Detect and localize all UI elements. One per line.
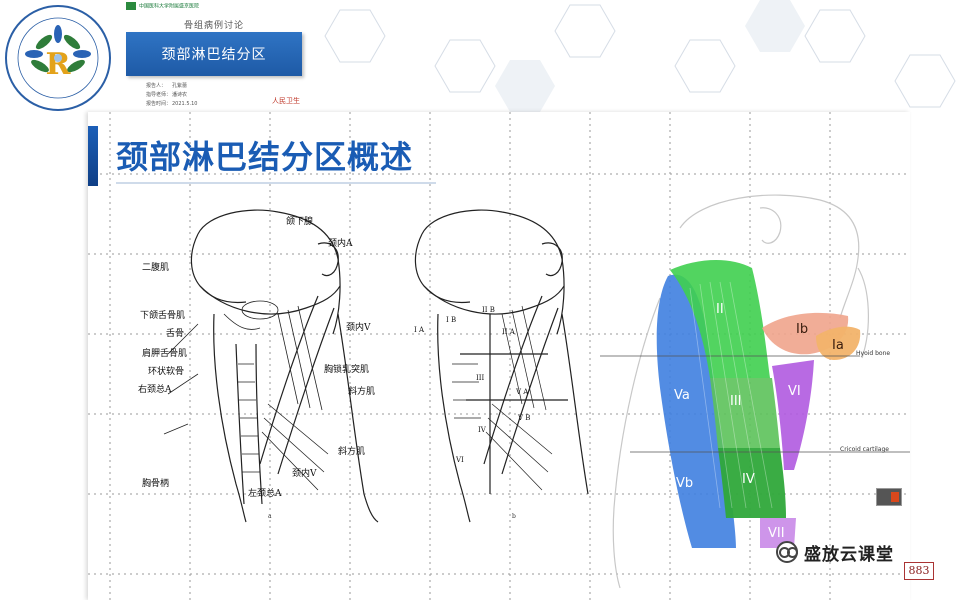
discussion-title: 骨组病例讨论 bbox=[183, 21, 244, 31]
title-accent-bar bbox=[88, 126, 98, 186]
label-internal-jugular-vein-lower: 颈内V bbox=[292, 469, 317, 479]
zone-label-VB: V B bbox=[518, 414, 531, 422]
red-signature-mark: 人民卫生 bbox=[272, 97, 300, 105]
watermark-text: 盛放云课堂 bbox=[804, 544, 894, 565]
topic-card-title: 颈部淋巴结分区 bbox=[161, 47, 267, 63]
figure-a-illustration: a bbox=[163, 209, 379, 523]
zone-VII-region bbox=[760, 518, 796, 548]
zone-label-III: III bbox=[476, 374, 485, 382]
label-mylohyoid-muscle: 下颌舌骨肌 bbox=[140, 311, 186, 321]
zone-label-VA: V A bbox=[516, 388, 529, 396]
slide-title: 颈部淋巴结分区概述 bbox=[116, 138, 414, 176]
zone-text-VI: VI bbox=[788, 384, 801, 399]
label-manubrium: 胸骨柄 bbox=[142, 479, 170, 489]
wechat-channel-icon bbox=[776, 541, 798, 563]
zone-label-IIB: II B bbox=[482, 306, 495, 314]
zone-text-IV: IV bbox=[742, 472, 755, 487]
label-submandibular-gland: 颌下腺 bbox=[286, 217, 314, 227]
side-thumbnail[interactable] bbox=[876, 488, 902, 506]
zone-II-region bbox=[670, 259, 770, 378]
label-right-common-carotid: 右颈总A bbox=[138, 385, 172, 395]
figure-c-colored-zone-map: II Ib Ia Va III VI Vb IV VII Hyoid bone … bbox=[600, 188, 910, 600]
meta-reporter: 报告人：孔紫蕾 bbox=[146, 83, 188, 89]
label-trapezius-lower: 斜方肌 bbox=[338, 447, 366, 457]
figure-c-illustration bbox=[600, 194, 910, 589]
thumbnail-marker-icon bbox=[891, 492, 899, 502]
hospital-banner-icon bbox=[126, 2, 136, 10]
zone-label-VI: VI bbox=[456, 456, 464, 464]
zone-text-Vb: Vb bbox=[676, 476, 694, 491]
meta-advisor: 指导老师：潘诗农 bbox=[146, 92, 188, 98]
watermark: 盛放云课堂 bbox=[776, 538, 894, 566]
slide: 颈部淋巴结分区概述 bbox=[88, 112, 910, 600]
annotation-cricoid-cartilage: Cricoid cartilage bbox=[840, 446, 889, 453]
zone-text-Ia: Ia bbox=[832, 338, 844, 353]
hospital-banner: 中国医科大学附属盛京医院 bbox=[126, 2, 302, 14]
zone-IV-region bbox=[718, 448, 786, 518]
label-left-common-carotid: 左颈总A bbox=[248, 489, 282, 499]
zone-V-region bbox=[656, 274, 736, 548]
topic-card: 颈部淋巴结分区 bbox=[126, 32, 302, 76]
zone-III-region bbox=[710, 378, 780, 448]
svg-text:R: R bbox=[46, 47, 72, 82]
zone-text-Va: Va bbox=[674, 388, 690, 403]
figure-a-caption: a bbox=[268, 513, 272, 520]
figure-b-caption: b bbox=[512, 513, 516, 520]
zone-label-IA: I A bbox=[414, 326, 425, 334]
figure-a-neck-anatomy: a 颌下腺 颈内A 二腹肌 下颌舌骨肌 舌骨 肩胛舌骨肌 环状软骨 右颈总A 颈… bbox=[128, 204, 408, 524]
annotation-hyoid-bone: Hyoid bone bbox=[856, 350, 891, 357]
label-cricoid-cartilage: 环状软骨 bbox=[148, 367, 185, 377]
header-strip: R 中国医科大学附属盛京医院 骨组病例讨论 颈部淋巴结分区 报告人：孔紫蕾 指导… bbox=[0, 0, 960, 112]
label-trapezius-upper: 斜方肌 bbox=[348, 387, 376, 397]
label-sternocleidomastoid: 胸锁乳突肌 bbox=[324, 365, 370, 375]
zone-VI-region bbox=[772, 360, 814, 470]
label-internal-jugular-vein-upper: 颈内V bbox=[346, 323, 371, 333]
seal-stamp: 883 bbox=[904, 562, 934, 580]
zone-label-IB: I B bbox=[446, 316, 457, 324]
figure-b-illustration: b bbox=[414, 209, 589, 523]
zone-text-II: II bbox=[716, 302, 724, 317]
zone-text-III: III bbox=[730, 394, 742, 409]
zone-label-IIA: II A bbox=[502, 328, 515, 336]
label-omohyoid-muscle: 肩胛舌骨肌 bbox=[142, 349, 188, 359]
zone-text-Ib: Ib bbox=[796, 322, 809, 337]
label-internal-carotid-artery: 颈内A bbox=[328, 239, 353, 249]
label-hyoid-bone: 舌骨 bbox=[166, 329, 185, 339]
hexagon-background-decoration bbox=[324, 0, 956, 112]
zone-Ia-region bbox=[816, 326, 861, 360]
label-digastric-muscle: 二腹肌 bbox=[142, 263, 170, 273]
hospital-logo: R bbox=[5, 5, 111, 111]
figure-b-neck-zones-drawing: b I A I B II B II A III V A V B IV VI bbox=[392, 204, 592, 524]
meta-date: 报告时间：2021.5.10 bbox=[146, 101, 198, 107]
title-underline bbox=[116, 182, 436, 184]
zone-label-IV: IV bbox=[478, 426, 486, 434]
zone-text-VII: VII bbox=[768, 526, 785, 541]
